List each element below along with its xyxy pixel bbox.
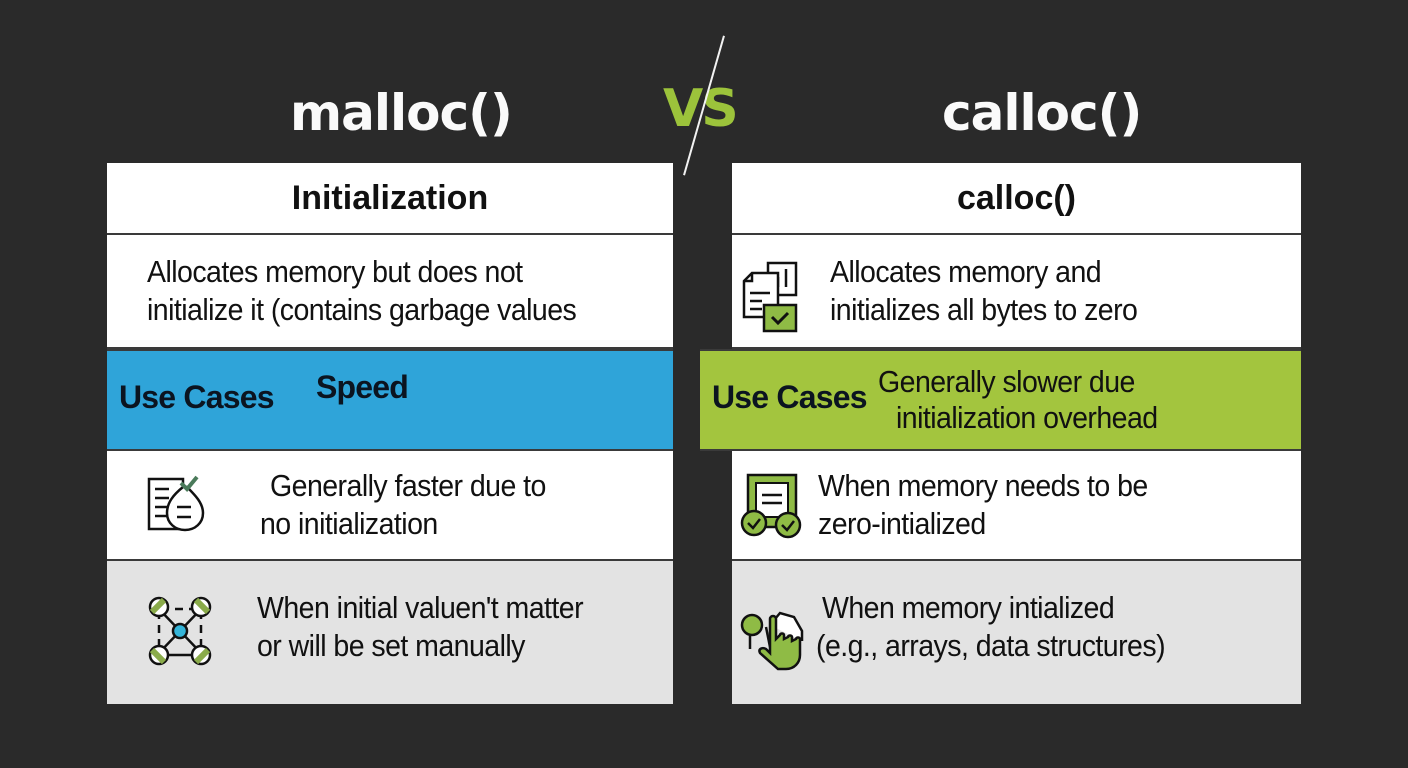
calloc-allocation-row: Allocates memory and initializes all byt… bbox=[732, 235, 1301, 349]
malloc-use-case-line1: When initial valuеn't matter bbox=[257, 590, 584, 625]
malloc-header-text: Initialization bbox=[291, 178, 489, 217]
calloc-use-case-row: When memory intialized (e.g., arrays, da… bbox=[732, 561, 1301, 704]
calloc-speed-line1: Generally slower due bbox=[878, 364, 1135, 399]
calloc-allocation-line2: initializes all bytes to zero bbox=[830, 292, 1138, 327]
document-check-icon bbox=[147, 473, 217, 541]
calloc-use-case-line1: When memory intialized bbox=[822, 590, 1115, 625]
malloc-use-case-row: When initial valuеn't matter or will be … bbox=[107, 561, 673, 704]
calloc-use-case-line2: (e.g., arrays, data structures) bbox=[816, 628, 1166, 663]
malloc-use-cases-band: Use Cases Speed bbox=[107, 349, 673, 451]
malloc-header-row: Initialization bbox=[107, 163, 673, 235]
calloc-use-cases-label: Use Cases bbox=[712, 379, 868, 415]
documents-check-icon bbox=[742, 261, 806, 337]
malloc-allocation-row: Allocates memory but does not initialize… bbox=[107, 235, 673, 349]
calloc-zero-init-line2: zero-intialized bbox=[818, 506, 986, 541]
calloc-title: calloc() bbox=[942, 84, 1142, 142]
calloc-use-cases-band: Use Cases Generally slower due initializ… bbox=[700, 349, 1301, 451]
calloc-header-text: calloc() bbox=[956, 178, 1077, 217]
malloc-use-cases-label: Use Cases bbox=[119, 379, 275, 415]
malloc-use-case-line2: or will be set manually bbox=[257, 628, 525, 663]
vs-label: VS bbox=[663, 79, 739, 139]
hand-pointer-icon bbox=[740, 605, 808, 675]
network-nodes-icon bbox=[147, 595, 213, 671]
malloc-speed-label: Speed bbox=[316, 369, 409, 405]
malloc-speed-line1: Generally faster due to bbox=[270, 468, 546, 503]
document-double-check-icon bbox=[738, 473, 804, 543]
malloc-title: malloc() bbox=[290, 84, 513, 142]
malloc-speed-line2: no initialization bbox=[260, 506, 438, 541]
calloc-speed-line2: initialization overhead bbox=[896, 400, 1158, 435]
calloc-header-row: calloc() bbox=[732, 163, 1301, 235]
calloc-zero-init-row: When memory needs to be zero-intialized bbox=[732, 451, 1301, 561]
calloc-zero-init-line1: When memory needs to be bbox=[818, 468, 1148, 503]
malloc-speed-row: Generally faster due to no initializatio… bbox=[107, 451, 673, 561]
malloc-allocation-line2: initialize it (contains garbage values bbox=[147, 292, 577, 327]
malloc-allocation-line1: Allocates memory but does not bbox=[147, 254, 523, 289]
calloc-allocation-line1: Allocates memory and bbox=[830, 254, 1102, 289]
